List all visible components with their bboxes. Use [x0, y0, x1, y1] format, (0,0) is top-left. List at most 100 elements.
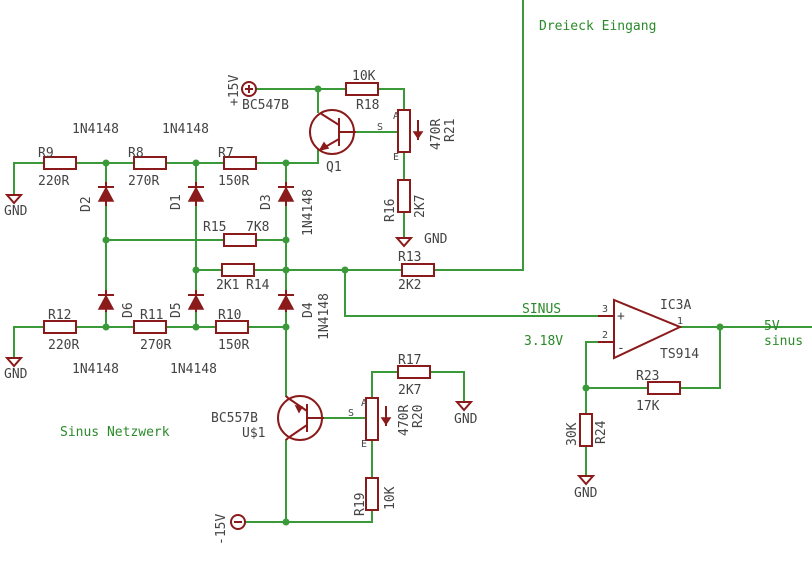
diode-d5: D5	[169, 290, 205, 318]
r21-name: R21	[443, 119, 458, 142]
u1-part: BC557B	[211, 411, 258, 426]
r17-name: R17	[398, 353, 421, 368]
transistor-q1: BC547B Q1	[242, 98, 356, 175]
gnd-symbol-2: GND	[4, 357, 28, 382]
gnd-symbol-3: GND	[394, 232, 448, 248]
r23-name: R23	[636, 369, 659, 384]
r18-name: R18	[356, 98, 379, 113]
d1-name: D1	[169, 194, 184, 210]
gnd-symbol-5: GND	[574, 475, 598, 501]
resistor-r15: R15 7K8	[203, 220, 269, 247]
r24-name: R24	[594, 420, 609, 444]
gnd-label: GND	[574, 486, 598, 501]
diode-part-label: 1N4148	[162, 122, 209, 137]
r20-name: R20	[411, 405, 426, 428]
network-title: Sinus Netzwerk	[60, 425, 170, 440]
opamp-minus: -	[617, 341, 625, 356]
diode-d3: D3 1N4148	[259, 182, 316, 236]
opamp-part: TS914	[660, 347, 699, 362]
resistor-r8: R8 270R	[128, 146, 167, 189]
diode-part-label: 1N4148	[170, 362, 217, 377]
r9-name: R9	[38, 146, 54, 161]
q1-part: BC547B	[242, 98, 289, 113]
resistor-r13: R13 2K2	[398, 250, 435, 293]
opamp-pin3: 3	[602, 304, 608, 315]
supply-pos: +15V	[227, 75, 257, 106]
r14-name: R14	[246, 278, 270, 293]
q1-name: Q1	[326, 160, 342, 175]
r16-name: R16	[383, 199, 398, 222]
pot-r21: A E S 470R R21	[377, 109, 458, 163]
r11-name: R11	[140, 308, 163, 323]
r23-value: 17K	[636, 399, 660, 414]
r21-pin-s: S	[377, 122, 383, 133]
d5-name: D5	[169, 302, 184, 318]
r13-value: 2K2	[398, 278, 421, 293]
r20-pin-e: E	[361, 439, 367, 450]
gnd-symbol-4: GND	[454, 401, 478, 427]
resistor-r11: R11 270R	[133, 308, 171, 353]
output-label-2: sinus	[764, 334, 803, 349]
resistor-r12: R12 220R	[43, 308, 79, 353]
d6-name: D6	[121, 302, 136, 318]
r11-value: 270R	[140, 338, 171, 353]
diode-part-label: 1N4148	[72, 362, 119, 377]
junctions	[102, 85, 724, 526]
d3-name: D3	[259, 194, 274, 210]
resistor-r9: R9 220R	[38, 146, 77, 189]
r16-value: 2K7	[413, 195, 428, 218]
resistor-r17: R17 2K7	[397, 353, 431, 398]
r13-name: R13	[398, 250, 421, 265]
gnd-label: GND	[4, 367, 28, 382]
gnd-symbol-1: GND	[4, 194, 28, 219]
resistor-r23: R23 17K	[636, 369, 681, 414]
output-label: 5V	[764, 319, 780, 334]
r20-pin-a: A	[361, 398, 367, 409]
opamp-name: IC3A	[660, 298, 691, 313]
resistor-r10: R10 150R	[215, 308, 249, 353]
r14-value: 2K1	[216, 278, 239, 293]
diode-d1: D1	[169, 182, 205, 210]
supply-neg-label: -15V	[214, 514, 229, 545]
gnd-label: GND	[424, 232, 448, 247]
pot-r20: A E S 470R R20	[348, 397, 426, 450]
resistor-r18: 10K R18	[345, 69, 379, 113]
r21-pin-a: A	[393, 111, 399, 122]
resistor-r7: R7 150R	[218, 146, 257, 189]
r9-value: 220R	[38, 174, 69, 189]
d3-part: 1N4148	[301, 189, 316, 236]
opamp-pin2: 2	[602, 330, 608, 341]
resistor-r14: 2K1 R14	[216, 263, 270, 293]
r21-value: 470R	[429, 119, 444, 150]
diode-d2: D2	[79, 182, 115, 212]
r8-value: 270R	[128, 174, 159, 189]
r21-pin-e: E	[393, 152, 399, 163]
d2-name: D2	[79, 196, 94, 212]
gnd-label: GND	[4, 204, 28, 219]
supply-neg: -15V	[214, 514, 246, 545]
opamp-pin1: 1	[677, 316, 683, 327]
gnd-label: GND	[454, 412, 478, 427]
r18-value: 10K	[352, 69, 376, 84]
opamp-ic3a: + - 3 2 1 IC3A TS914	[598, 298, 699, 362]
resistor-r16: R16 2K7	[383, 179, 428, 222]
r20-pin-s: S	[348, 408, 354, 419]
supply-pos-label: +15V	[227, 75, 242, 106]
input-label: Dreieck Eingang	[539, 19, 656, 34]
diode-d6: D6	[97, 290, 136, 318]
r17-value: 2K7	[398, 383, 421, 398]
opamp-plus: +	[617, 309, 625, 324]
diode-part-label: 1N4148	[72, 122, 119, 137]
r15-value: 7K8	[246, 220, 269, 235]
sinus-net-label: SINUS	[522, 302, 561, 317]
r20-value: 470R	[397, 405, 412, 436]
r19-name: R19	[353, 493, 368, 516]
r19-value: 10K	[383, 486, 398, 510]
r7-value: 150R	[218, 174, 249, 189]
diode-d4: D4 1N4148	[277, 290, 332, 340]
r10-value: 150R	[218, 338, 249, 353]
r24-value: 30K	[565, 422, 580, 446]
resistor-r24: 30K R24	[565, 413, 609, 447]
resistor-r19: R19 10K	[353, 477, 398, 516]
